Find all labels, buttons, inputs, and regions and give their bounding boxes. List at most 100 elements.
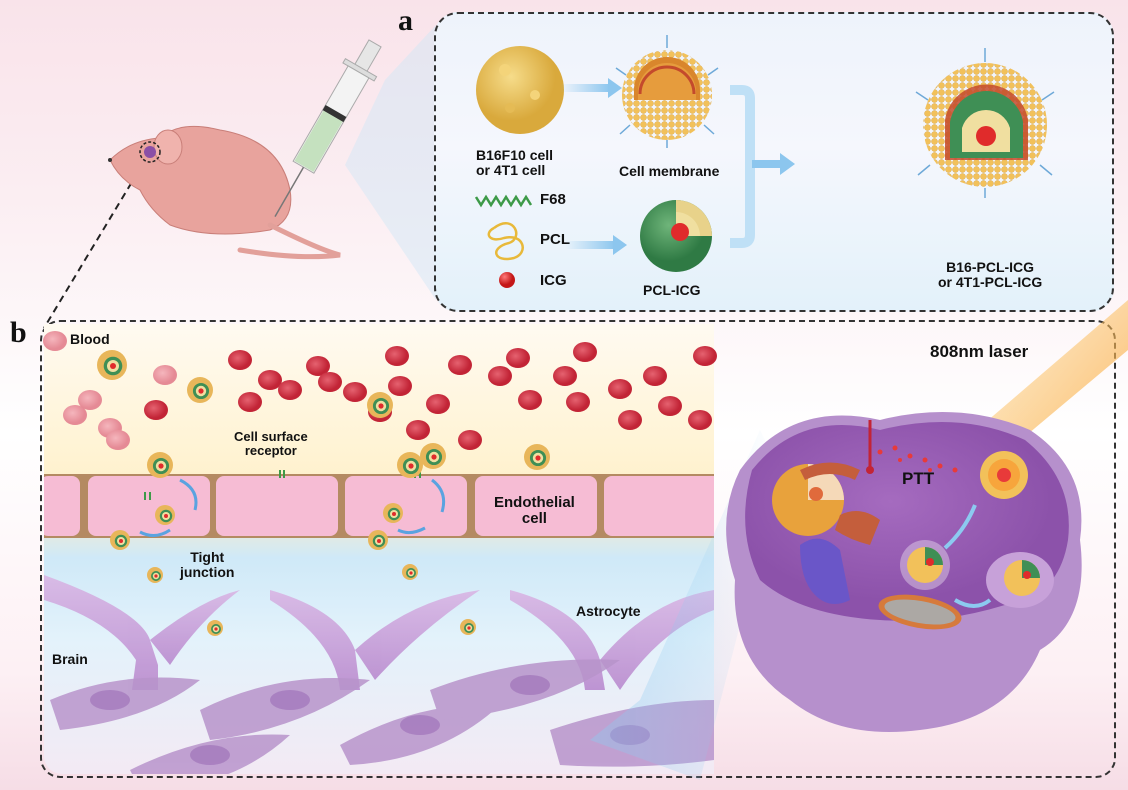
internalized-nanoparticle-icon [900,540,950,590]
arrow-pcl-to-core [565,235,627,255]
red-blood-cell [153,365,177,385]
nanoparticle [207,620,223,636]
red-blood-cell [406,420,430,440]
cell-membrane-vesicle-icon [615,35,719,148]
b16-pcl-icg-nanoparticle-icon [915,48,1055,198]
pcl-icg-core-icon [640,200,712,272]
legend-icg: ICG [540,272,567,289]
receptor-label-line1: Cell surface [234,429,308,444]
receptor-label: Cell surface receptor [234,430,308,457]
source-cell-label-line1: B16F10 cell [476,147,554,163]
transcytosis-arrows [139,478,446,537]
red-blood-cell [43,331,67,351]
red-blood-cell [306,356,330,376]
mitochondrion-icon [878,594,962,630]
red-blood-cell [448,355,472,375]
tight-junction-line1: Tight [190,549,225,565]
red-blood-cell [618,410,642,430]
endothelial-label-line1: Endothelial [494,494,575,511]
red-blood-cell [426,394,450,414]
source-cell-label: B16F10 cell or 4T1 cell [476,148,553,177]
thermometer-icon [866,420,874,474]
red-blood-cell [278,380,302,400]
red-blood-cell [318,372,342,392]
red-blood-cell [228,350,252,370]
golgi-icon [800,462,880,545]
intracellular-arrows [943,504,992,608]
receptor-label-line2: receptor [244,442,297,458]
red-blood-cell [388,376,412,396]
red-blood-cell [553,366,577,386]
nanoparticle [187,377,213,403]
heat-particles [877,445,958,473]
nanoparticle [383,503,403,523]
red-blood-cell [488,366,512,386]
tight-junction-label: Tight junction [180,550,234,579]
red-blood-cell [518,390,542,410]
red-blood-cell [688,410,712,430]
red-blood-cell [643,366,667,386]
red-blood-cell [78,390,102,410]
astrocyte-label: Astrocyte [576,603,641,619]
red-blood-cell [258,370,282,390]
nanoparticle [97,350,127,380]
endothelial-label-line2: cell [521,509,547,527]
f68-icon [474,194,533,208]
red-blood-cell [566,392,590,412]
brain-label: Brain [52,651,88,667]
arrows-panel-a [560,78,795,255]
endothelial-cells [44,476,714,536]
icg-icon [499,272,515,288]
red-blood-cell [238,392,262,412]
ptt-label: PTT [902,469,935,488]
nanoparticle [147,452,173,478]
red-blood-cell [144,400,168,420]
red-blood-cell [573,342,597,362]
er-icon [800,538,850,604]
nanoparticles [97,350,550,636]
arrow-cell-to-membrane [560,78,622,98]
pcl-icg-label: PCL-ICG [643,282,701,298]
nanoparticle [368,530,388,550]
mouse-illustration [108,125,341,260]
product-label: B16-PCL-ICG or 4T1-PCL-ICG [938,260,1042,289]
nanoparticle [367,392,393,418]
nanoparticle [402,564,418,580]
laser-label: 808nm laser [930,342,1029,361]
endothelial-cell-label: Endothelial cell [494,495,575,527]
panel-a-letter: a [398,4,413,37]
nanoparticle [420,443,446,469]
product-label-line2: or 4T1-PCL-ICG [938,273,1043,290]
heated-nanoparticle-icon [980,451,1028,499]
red-blood-cell [693,346,717,366]
b16f10-cell-icon [476,46,564,134]
syringe-illustration [274,39,382,217]
red-blood-cell [63,405,87,425]
nanoparticle [524,444,550,470]
panel-b-frame [40,320,1116,778]
red-blood-cell [506,348,530,368]
nanoparticle [110,530,130,550]
pcl-icon [487,222,524,261]
nanoparticle [155,505,175,525]
red-blood-cell [343,382,367,402]
nanoparticle [460,619,476,635]
red-blood-cell [458,430,482,450]
legend-pcl: PCL [540,231,570,248]
endosome-nanoparticle-icon [986,552,1054,608]
red-blood-cell [385,346,409,366]
blood-label: Blood [70,331,110,347]
nanoparticle [397,452,423,478]
red-blood-cells [43,331,717,450]
red-blood-cell [608,379,632,399]
nanoparticle [147,567,163,583]
source-cell-label-line2: or 4T1 cell [476,161,546,178]
product-label-line1: B16-PCL-ICG [946,259,1035,275]
red-blood-cell [106,430,130,450]
arrow-merge [730,85,795,248]
panel-b-letter: b [10,316,27,349]
legend-f68: F68 [540,191,566,208]
cell-membrane-label: Cell membrane [619,163,720,179]
